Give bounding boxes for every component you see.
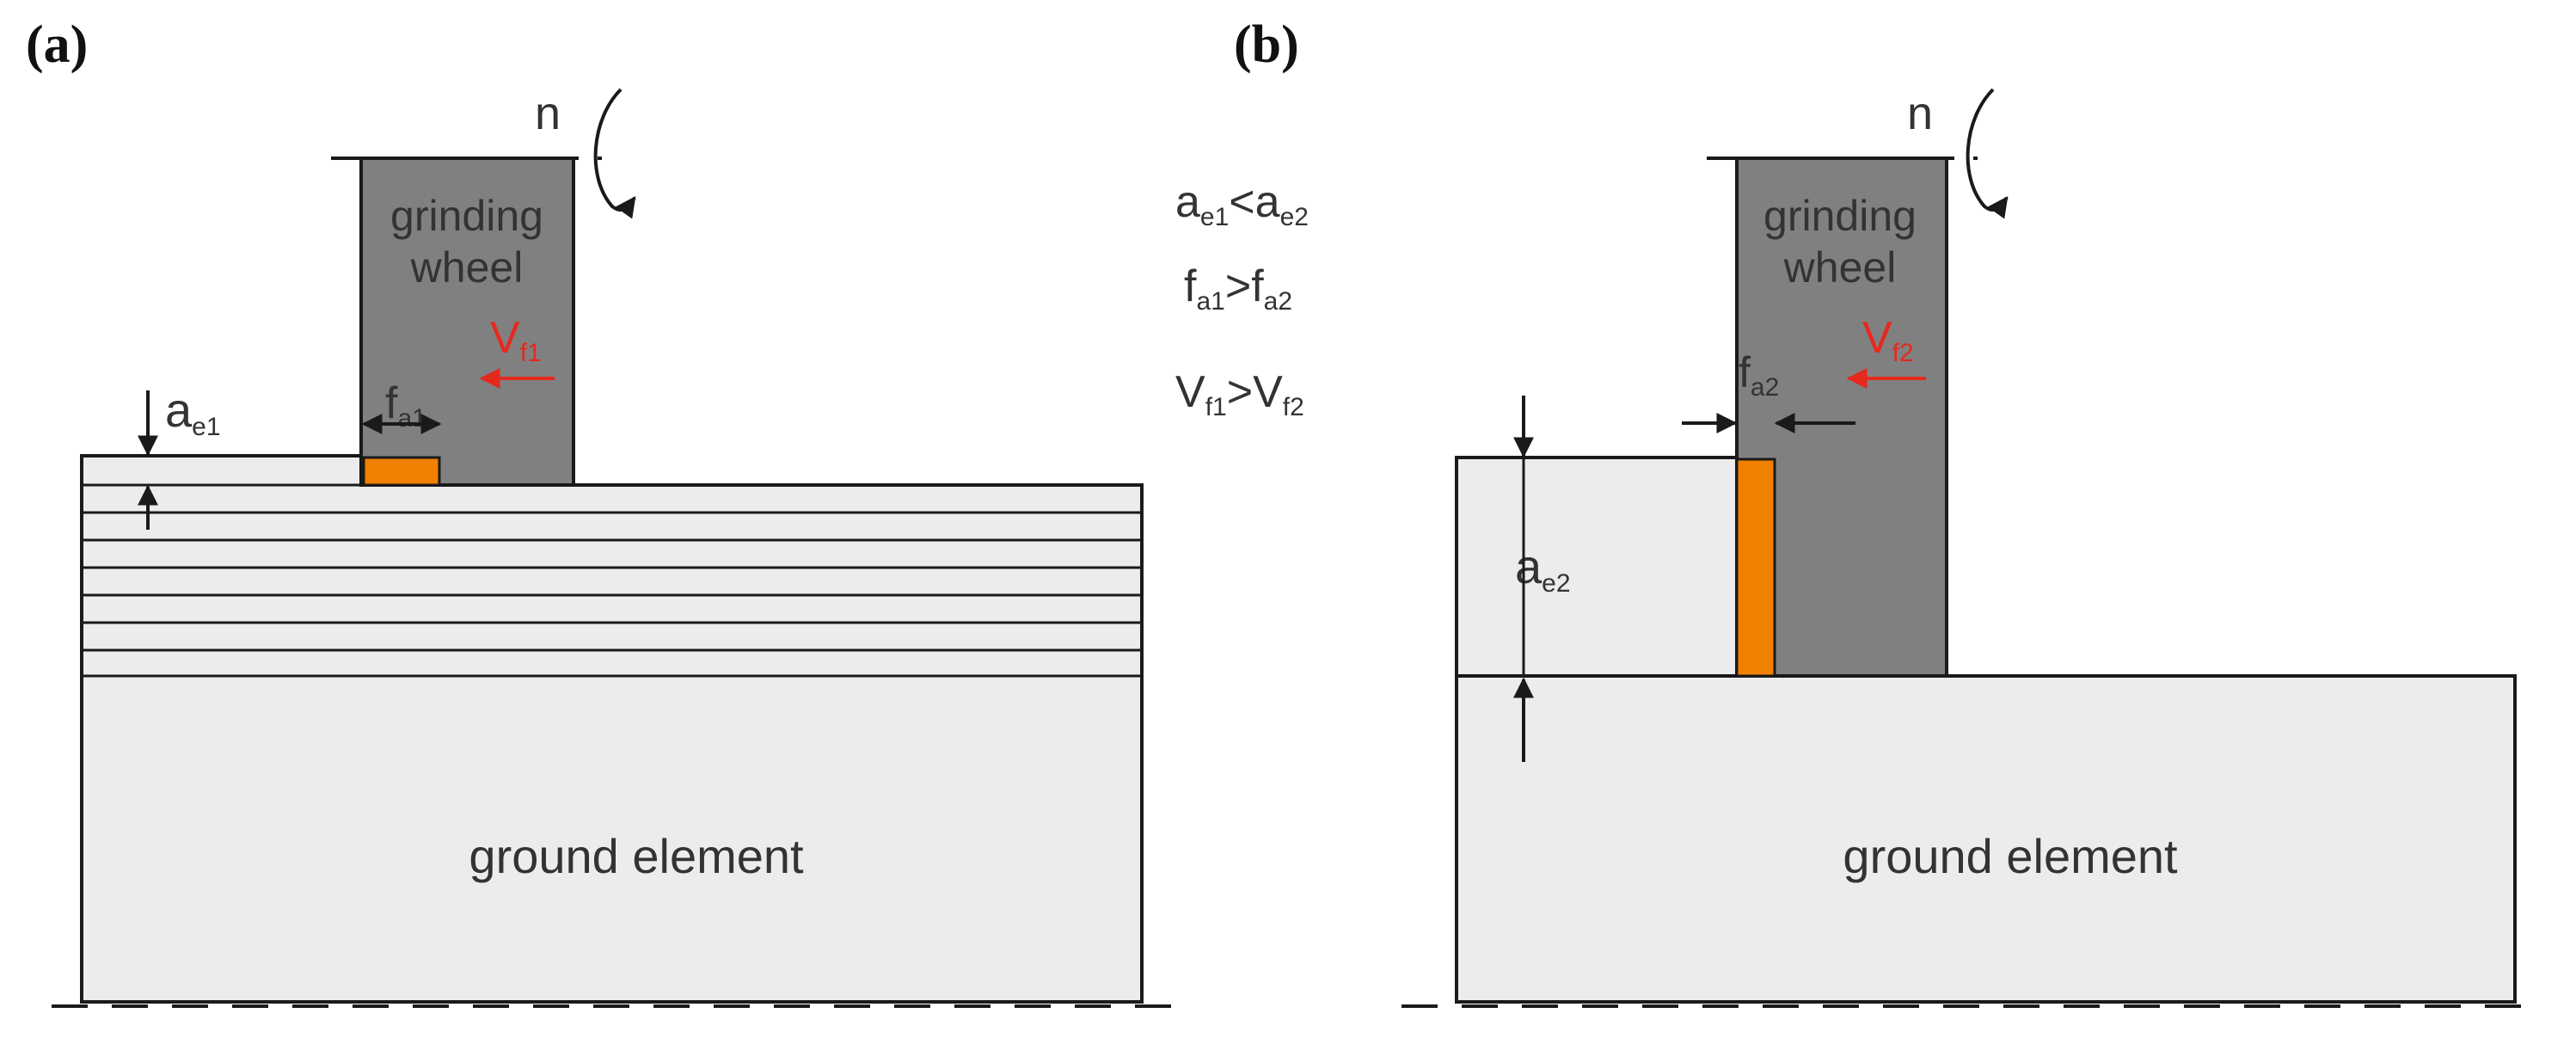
panel-b-ground-element — [1455, 456, 2517, 1004]
curved-rotation-arrow-icon — [593, 88, 636, 219]
panel-a-contact-zone — [362, 456, 441, 487]
panel-a-ground-element — [80, 454, 1144, 1004]
panel-b-element-label: ground element — [1843, 829, 2178, 883]
relations: ae1<ae2 fa1>fa2 Vf1>Vf2 — [1175, 177, 1309, 421]
panel-a-label: (a) — [26, 15, 88, 74]
panel-a-wheel-label-line2: wheel — [410, 243, 524, 292]
panel-a-element-label: ground element — [469, 829, 804, 883]
panel-a-rotation-label: n — [535, 88, 561, 139]
relation-velocity: Vf1>Vf2 — [1175, 367, 1304, 421]
panel-b-wheel-label-line1: grinding — [1763, 192, 1917, 240]
panel-b-label: (b) — [1234, 15, 1299, 74]
panel-a: (a) grinding wheel n Vf1 fa1 — [26, 15, 1178, 1008]
panel-a-velocity-label: Vf1 — [490, 313, 542, 367]
panel-a-wheel-label-line1: grinding — [390, 192, 543, 240]
panel-a-layer-lines — [82, 483, 1142, 678]
panel-b-velocity-label: Vf2 — [1862, 313, 1914, 367]
curved-rotation-arrow-icon — [1966, 88, 2009, 219]
relation-feed: fa1>fa2 — [1184, 261, 1292, 316]
relation-depth: ae1<ae2 — [1175, 177, 1309, 231]
panel-b-feed-label: fa2 — [1739, 348, 1779, 402]
panel-b-depth-label: ae2 — [1515, 539, 1571, 598]
panel-b-rotation-label: n — [1907, 88, 1933, 139]
panel-a-depth-label: ae1 — [165, 383, 221, 441]
panel-b: (b) grinding wheel n Vf2 fa2 ae2 — [1234, 15, 2528, 1008]
panel-b-contact-zone — [1735, 458, 1776, 678]
panel-b-wheel-label-line2: wheel — [1783, 243, 1897, 292]
